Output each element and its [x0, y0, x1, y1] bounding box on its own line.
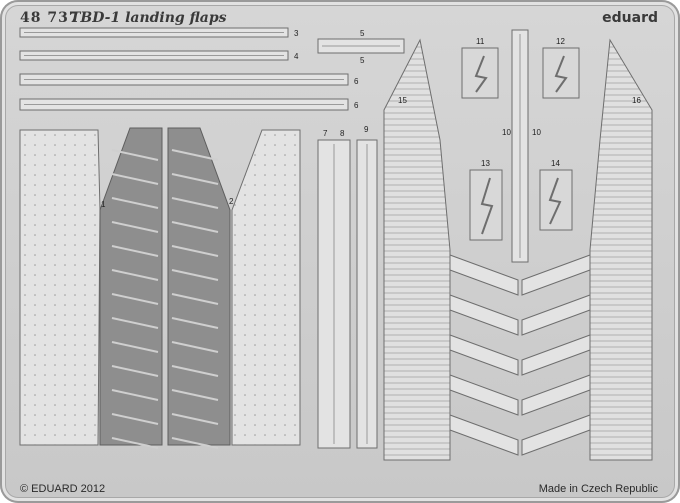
bracket-part-13	[469, 169, 503, 241]
rib-stroke	[171, 245, 219, 257]
part-number-10a: 10	[502, 128, 511, 137]
rib-stroke	[171, 365, 219, 377]
rib-stroke	[171, 413, 219, 425]
rib-stroke	[111, 245, 159, 257]
flap-panel-part-2	[231, 129, 301, 446]
rib-stroke	[111, 269, 159, 281]
rib-stroke	[111, 173, 159, 185]
chevron-bridges	[449, 254, 591, 456]
large-flap-part-16	[589, 38, 653, 461]
strip-part-5	[317, 38, 405, 54]
part-number-5b: 5	[360, 56, 365, 65]
sheet-title: TBD-1 landing flaps	[70, 10, 227, 26]
part-number-12: 12	[556, 37, 565, 46]
strip-part-3	[19, 27, 289, 38]
rib-stroke	[111, 149, 159, 161]
rib-stroke	[171, 293, 219, 305]
rib-stroke	[111, 437, 159, 449]
part-number-6a: 6	[354, 77, 359, 86]
bracket-part-12	[542, 47, 580, 99]
part-number-7: 7	[323, 129, 328, 138]
rib-stroke	[171, 317, 219, 329]
strip-part-4	[19, 50, 289, 61]
rib-stroke	[111, 221, 159, 233]
large-flap-part-15	[383, 38, 451, 461]
copyright-text: © EDUARD 2012	[20, 483, 106, 495]
strip-part-10	[511, 29, 529, 263]
part-number-3: 3	[294, 29, 299, 38]
rib-stroke	[111, 413, 159, 425]
origin-text: Made in Czech Republic	[538, 483, 658, 495]
rib-stroke	[111, 365, 159, 377]
flap-panel-part-1	[19, 129, 101, 446]
strip-part-9	[356, 139, 378, 449]
part-number-5a: 5	[360, 29, 365, 38]
rib-stroke	[171, 341, 219, 353]
rib-stroke	[171, 269, 219, 281]
catalog-number: 48 737	[20, 10, 80, 26]
part-number-9: 9	[364, 125, 369, 134]
rib-lines	[111, 149, 219, 449]
rib-stroke	[111, 197, 159, 209]
part-number-8: 8	[340, 129, 345, 138]
part-number-6b: 6	[354, 101, 359, 110]
part-number-11: 11	[476, 37, 485, 46]
part-number-16: 16	[632, 96, 641, 105]
rib-stroke	[171, 389, 219, 401]
rib-stroke	[111, 317, 159, 329]
rib-stroke	[171, 437, 219, 449]
rib-stroke	[171, 173, 219, 185]
rib-stroke	[171, 197, 219, 209]
strip-part-6b	[19, 98, 349, 111]
part-number-14: 14	[551, 159, 560, 168]
part-number-15: 15	[398, 96, 407, 105]
ribbed-flap-left	[99, 127, 163, 446]
part-number-2: 2	[229, 197, 234, 206]
part-number-13: 13	[481, 159, 490, 168]
rib-stroke	[111, 389, 159, 401]
part-number-1: 1	[101, 200, 106, 209]
rib-stroke	[171, 221, 219, 233]
bracket-part-14	[539, 169, 573, 231]
strip-part-6a	[19, 73, 349, 86]
brand-logo: eduard	[602, 10, 658, 26]
part-number-4: 4	[294, 52, 299, 61]
rib-stroke	[111, 341, 159, 353]
part-number-10b: 10	[532, 128, 541, 137]
rib-stroke	[111, 293, 159, 305]
bracket-part-11	[461, 47, 499, 99]
strips-part-7-8	[317, 139, 351, 449]
rib-stroke	[171, 149, 219, 161]
